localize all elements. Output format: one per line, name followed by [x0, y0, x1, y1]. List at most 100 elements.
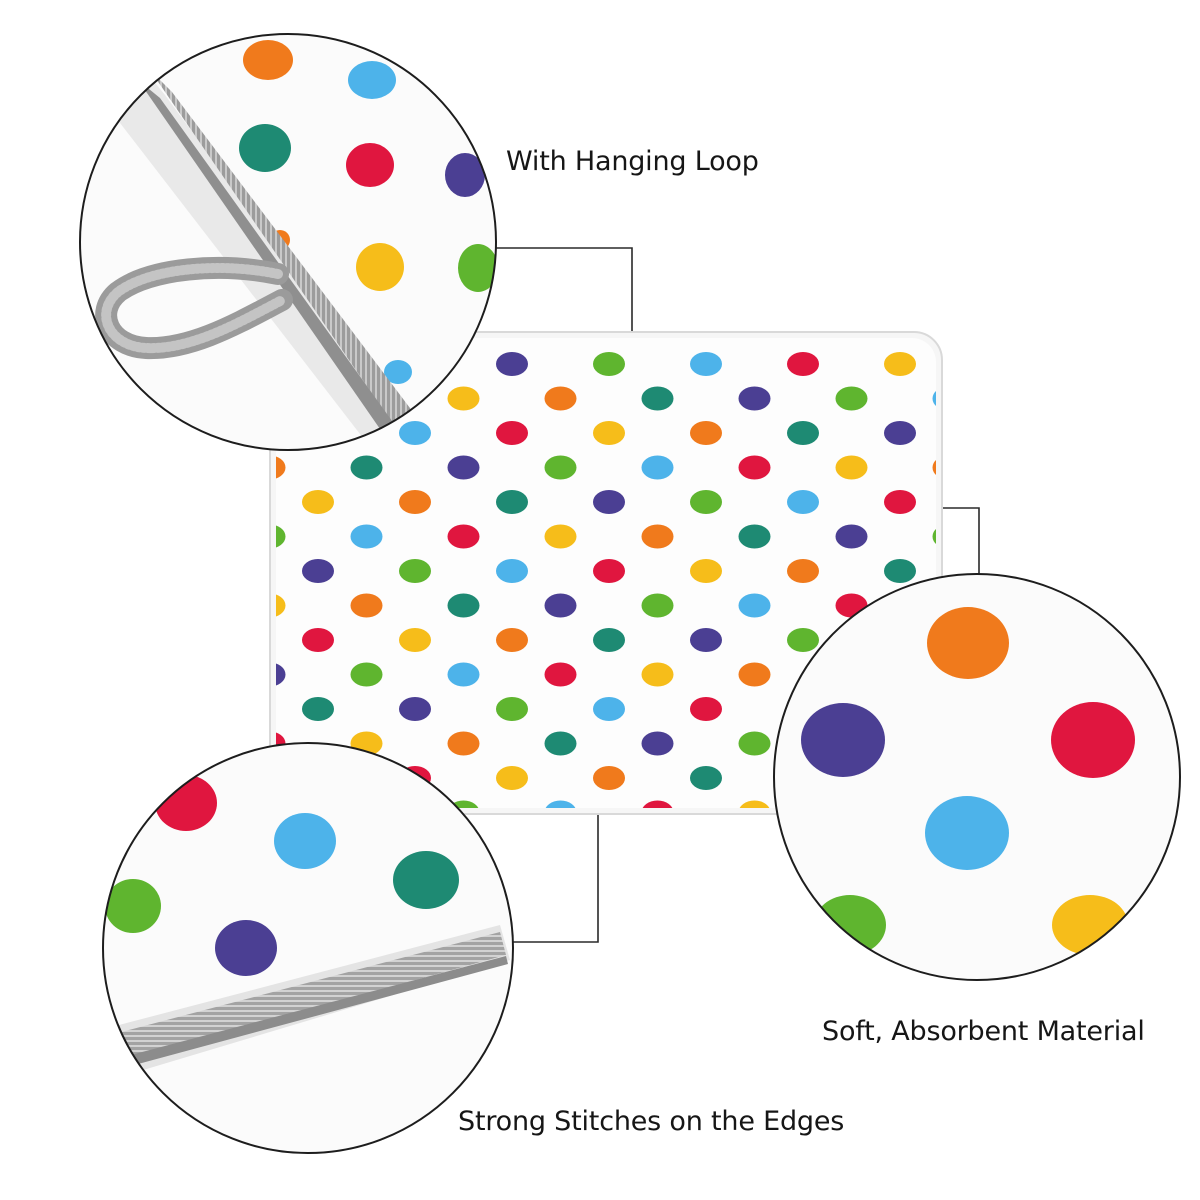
zoom-circle-hanging-loop	[79, 33, 497, 451]
mat-dot	[884, 490, 916, 514]
mat-dot	[1030, 525, 1062, 549]
mat-dot	[738, 455, 771, 480]
mat-dot	[350, 662, 383, 687]
mat-dot	[787, 352, 819, 376]
mat-dot	[205, 559, 237, 583]
mat-dot	[302, 490, 334, 514]
mat-dot	[544, 524, 577, 549]
mat-dot	[835, 455, 868, 480]
mat-dot	[593, 628, 625, 652]
mat-dot	[641, 455, 674, 480]
mat-dot	[399, 628, 431, 652]
mat-dot	[496, 628, 528, 652]
mat-dot	[276, 593, 286, 618]
mat-dot	[641, 731, 674, 756]
mat-dot	[544, 455, 577, 480]
mat-dot	[835, 386, 868, 411]
mat-dot	[690, 421, 722, 445]
mat-dot	[447, 524, 480, 549]
mat-dot	[350, 455, 383, 480]
mat-dot	[738, 731, 771, 756]
mat-dot	[496, 421, 528, 445]
mat-dot	[787, 628, 819, 652]
mat-dot	[350, 524, 383, 549]
mat-dot	[399, 490, 431, 514]
mat-dot	[690, 766, 722, 790]
mat-dot	[276, 455, 286, 480]
mat-dot	[496, 490, 528, 514]
mat-dot	[350, 593, 383, 618]
material-circle-dots	[801, 607, 1135, 955]
mat-dot	[544, 800, 577, 808]
mat-dot	[593, 766, 625, 790]
mat-dot	[302, 559, 334, 583]
mat-dot	[641, 386, 674, 411]
mat-dot	[276, 524, 286, 549]
mat-dot	[593, 352, 625, 376]
mat-dot	[1030, 387, 1062, 411]
mat-dot	[447, 455, 480, 480]
mat-dot	[302, 628, 334, 652]
mat-dot	[447, 731, 480, 756]
gray-fabric-loop-icon	[95, 257, 293, 360]
mat-dot	[690, 352, 722, 376]
mat-dot	[690, 697, 722, 721]
mat-dot	[205, 490, 237, 514]
callout-hanging-loop: With Hanging Loop	[506, 146, 759, 177]
mat-dot	[399, 559, 431, 583]
mat-dot	[884, 352, 916, 376]
mat-dot	[544, 731, 577, 756]
mat-dot	[641, 662, 674, 687]
leader-line-stitches	[506, 806, 599, 943]
mat-dot	[496, 352, 528, 376]
mat-dot	[1030, 456, 1062, 480]
callout-strong-stitches: Strong Stitches on the Edges	[458, 1106, 845, 1137]
mat-dot	[835, 524, 868, 549]
callout-soft-material: Soft, Absorbent Material	[822, 1016, 1145, 1047]
mat-dot	[496, 766, 528, 790]
mat-dot	[690, 628, 722, 652]
mat-dot	[738, 593, 771, 618]
mat-dot	[787, 490, 819, 514]
mat-dot	[399, 697, 431, 721]
circular-magnifier-icon	[102, 742, 514, 1154]
mat-dot	[641, 593, 674, 618]
mat-dot	[447, 593, 480, 618]
mat-dot	[593, 421, 625, 445]
circular-magnifier-icon	[773, 573, 1181, 981]
mat-dot	[593, 490, 625, 514]
mat-dot	[302, 697, 334, 721]
mat-dot	[738, 524, 771, 549]
leader-line-loop	[490, 247, 633, 338]
mat-dot	[690, 835, 722, 859]
loop-circle-dots	[239, 40, 496, 384]
mat-dot	[544, 386, 577, 411]
mat-dot	[276, 662, 286, 687]
mat-dot	[787, 421, 819, 445]
mat-dot	[787, 559, 819, 583]
mat-dot	[496, 559, 528, 583]
mat-dot	[593, 559, 625, 583]
mat-dot	[690, 559, 722, 583]
mat-dot	[496, 835, 528, 859]
mat-dot	[399, 421, 431, 445]
stitched-edge-binding	[103, 925, 510, 1080]
mat-dot	[884, 559, 916, 583]
zoom-circle-material	[773, 573, 1181, 981]
mat-dot	[205, 628, 237, 652]
mat-dot	[981, 490, 1013, 514]
mat-dot	[738, 662, 771, 687]
mat-dot	[981, 352, 1013, 376]
mat-dot	[447, 662, 480, 687]
mat-dot	[496, 697, 528, 721]
circular-magnifier-icon	[79, 33, 497, 451]
mat-dot	[738, 800, 771, 808]
mat-dot	[641, 524, 674, 549]
zoom-circle-stitches	[102, 742, 514, 1154]
mat-dot	[447, 386, 480, 411]
mat-dot	[884, 421, 916, 445]
mat-dot	[738, 386, 771, 411]
mat-dot	[205, 697, 237, 721]
mat-dot	[593, 697, 625, 721]
